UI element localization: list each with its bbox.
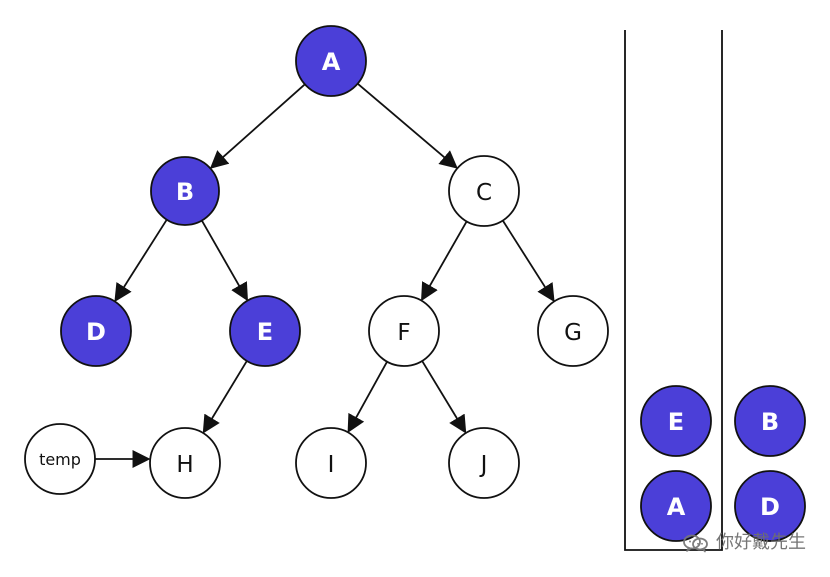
tree-node-h-label: H: [176, 452, 193, 478]
edge-c-to-g: [502, 220, 555, 303]
watermark: 你好戴先生: [682, 533, 806, 553]
side-b-circle: [734, 385, 806, 457]
side-d: D: [734, 470, 806, 542]
temp-node: temp: [24, 423, 96, 495]
stack-a: A: [640, 470, 712, 542]
edge-b-to-d: [114, 219, 168, 303]
side-d-label: D: [760, 493, 780, 521]
tree-node-b-label: B: [176, 178, 194, 206]
stack-e: E: [640, 385, 712, 457]
edge-c-to-f: [421, 220, 468, 302]
side-d-circle: [734, 470, 806, 542]
tree-node-h: H: [149, 427, 221, 499]
tree-node-d: D: [60, 295, 132, 367]
stack-layer: E A B D: [624, 30, 806, 551]
tree-node-d-circle: [60, 295, 132, 367]
edge-f-to-i: [347, 361, 388, 434]
tree-node-d-label: D: [86, 318, 106, 346]
tree-node-h-circle: [149, 427, 221, 499]
tree-node-j-label: J: [479, 452, 488, 478]
watermark-text: 你好戴先生: [716, 532, 806, 553]
stack-a-label: A: [667, 493, 686, 521]
tree-node-e-label: E: [257, 318, 273, 346]
stack-e-circle: [640, 385, 712, 457]
tree-node-c-circle: [448, 155, 520, 227]
stack-a-circle: [640, 470, 712, 542]
tree-node-f-label: F: [397, 320, 410, 346]
stack-container: [624, 30, 723, 551]
side-b-label: B: [761, 408, 779, 436]
tree-node-g-label: G: [564, 320, 582, 346]
tree-node-g: G: [537, 295, 609, 367]
tree-node-g-circle: [537, 295, 609, 367]
tree-node-f-circle: [368, 295, 440, 367]
tree-node-f: F: [368, 295, 440, 367]
tree-node-b: B: [150, 156, 220, 226]
tree-node-c: C: [448, 155, 520, 227]
tree-node-i: I: [295, 427, 367, 499]
tree-node-i-label: I: [328, 452, 335, 478]
tree-node-c-label: C: [476, 180, 492, 206]
tree-node-a-label: A: [322, 48, 341, 76]
edge-a-to-c: [357, 82, 458, 169]
tree-node-i-circle: [295, 427, 367, 499]
wechat-icon: [683, 534, 708, 553]
tree-node-b-circle: [150, 156, 220, 226]
edge-b-to-e: [201, 220, 248, 302]
stack-e-label: E: [668, 408, 684, 436]
tree-node-j: J: [448, 427, 520, 499]
tree-node-a-circle: [295, 25, 367, 97]
temp-layer: temp: [24, 423, 151, 495]
tree-node-e: E: [229, 295, 301, 367]
side-b: B: [734, 385, 806, 457]
edges-layer: [114, 82, 555, 434]
tree-node-j-circle: [448, 427, 520, 499]
edge-a-to-b: [209, 83, 306, 169]
nodes-layer: A B C D E F G H I J: [60, 25, 609, 499]
temp-node-label: temp: [39, 450, 81, 469]
edge-f-to-j: [421, 360, 467, 434]
tree-node-a: A: [295, 25, 367, 97]
edge-e-to-h: [202, 360, 248, 434]
tree-node-e-circle: [229, 295, 301, 367]
